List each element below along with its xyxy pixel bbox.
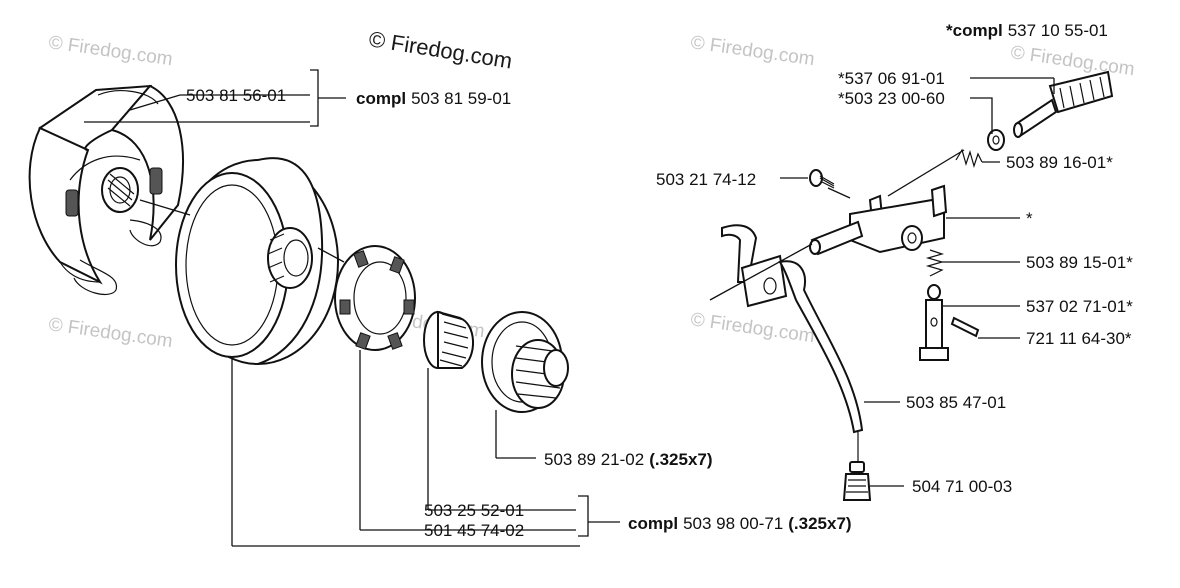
lever-assembly-drawing bbox=[809, 184, 948, 256]
rod-drawing bbox=[842, 432, 872, 501]
label-drum-compl: compl 503 98 00-71 (.325x7) bbox=[628, 514, 852, 533]
watermark-main: © Firedog.com bbox=[367, 26, 514, 73]
shaft-washer-drawing bbox=[987, 129, 1005, 151]
watermark-ghost: © Firedog.com bbox=[47, 314, 174, 352]
shaft-drawing bbox=[1013, 70, 1114, 138]
label-roll-pin: 721 11 64-30* bbox=[1026, 329, 1132, 348]
needle-bearing-drawing bbox=[423, 310, 475, 369]
right-leader-lines bbox=[709, 77, 1055, 487]
label-clutch-shoe: 503 81 56-01 bbox=[186, 86, 286, 105]
watermark-ghost: © Firedog.com bbox=[1009, 42, 1136, 80]
screw-drawing bbox=[809, 169, 835, 189]
label-washer-number: 503 89 21-02 bbox=[544, 450, 644, 469]
top-spring-drawing bbox=[955, 148, 983, 169]
label-shaft: *537 06 91-01 bbox=[838, 69, 945, 88]
label-shoe-compl-number: 503 81 59-01 bbox=[411, 89, 511, 108]
label-rod: 503 85 47-01 bbox=[906, 393, 1006, 412]
label-drum-compl-prefix: compl bbox=[628, 514, 678, 533]
rim-sprocket-drawing bbox=[334, 245, 416, 351]
label-washer-suffix: (.325x7) bbox=[649, 450, 712, 469]
roll-pin-drawing bbox=[950, 316, 980, 338]
clutch-drum-drawing bbox=[175, 157, 339, 365]
washer-drawing bbox=[481, 311, 569, 413]
label-shoe-compl: compl 503 81 59-01 bbox=[356, 89, 511, 108]
label-top-compl-prefix: *compl bbox=[946, 21, 1003, 40]
label-top-compl-number: 537 10 55-01 bbox=[1008, 21, 1108, 40]
label-shaft-washer: *503 23 00-60 bbox=[838, 89, 945, 108]
watermark-ghost: © Firedog.com bbox=[47, 32, 174, 70]
left-leader-lines bbox=[84, 69, 620, 547]
lower-spring-drawing bbox=[925, 249, 945, 277]
label-knob: 504 71 00-03 bbox=[912, 477, 1012, 496]
label-screw: 503 21 74-12 bbox=[656, 170, 756, 189]
label-lever-star: * bbox=[1026, 209, 1033, 228]
label-drum-compl-suffix: (.325x7) bbox=[788, 514, 851, 533]
label-rim-sprocket: 501 45 74-02 bbox=[424, 521, 524, 540]
label-drum-compl-number: 503 98 00-71 bbox=[683, 514, 783, 533]
label-pin: 537 02 71-01* bbox=[1026, 297, 1133, 316]
label-top-compl: *compl 537 10 55-01 bbox=[946, 21, 1108, 40]
pin-drawing bbox=[919, 284, 949, 361]
label-shoe-compl-prefix: compl bbox=[356, 89, 406, 108]
throttle-lever-drawing bbox=[721, 224, 864, 434]
label-top-spring: 503 89 16-01* bbox=[1006, 153, 1113, 172]
label-bearing: 503 25 52-01 bbox=[424, 501, 524, 520]
label-washer: 503 89 21-02 (.325x7) bbox=[544, 450, 713, 469]
label-lower-spring: 503 89 15-01* bbox=[1026, 253, 1133, 272]
clutch-shoe-drawing bbox=[28, 84, 184, 295]
watermark-ghost: © Firedog.com bbox=[689, 309, 816, 347]
watermark-ghost: © Firedog.com bbox=[689, 32, 816, 70]
